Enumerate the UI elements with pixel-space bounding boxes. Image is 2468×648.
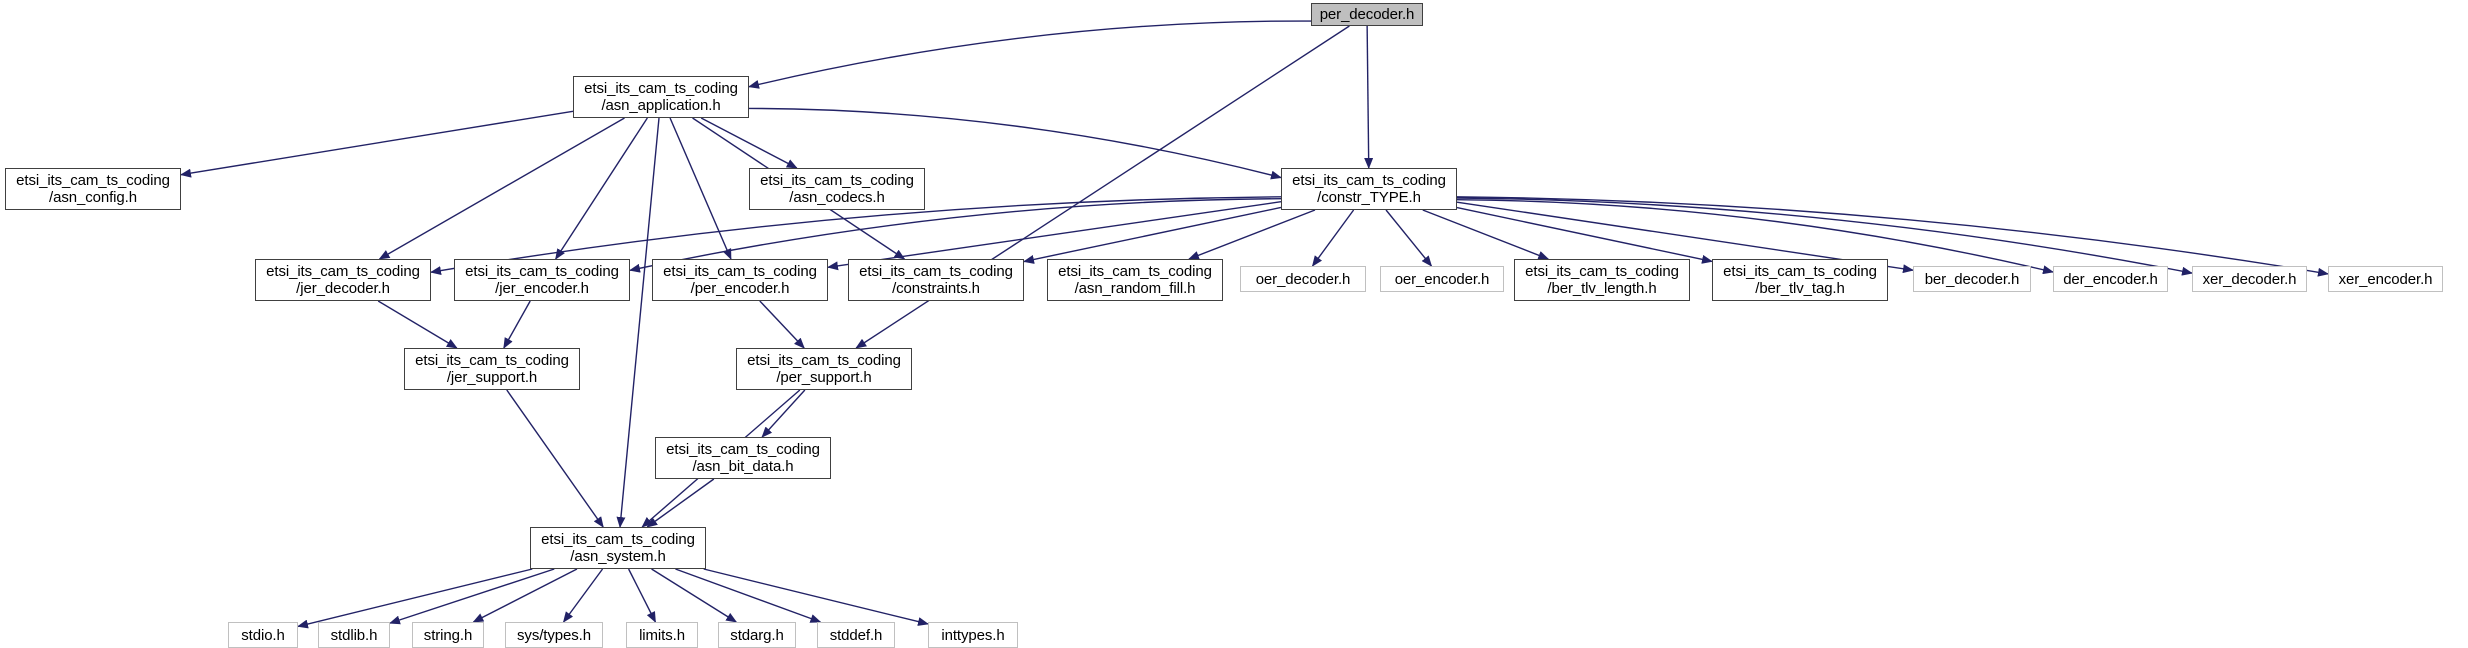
node-asn_random_fill[interactable]: etsi_its_cam_ts_coding /asn_random_fill.… [1047, 259, 1223, 301]
node-der_encoder[interactable]: der_encoder.h [2053, 266, 2168, 292]
edge-constr_TYPE-to-oer_encoder [1385, 209, 1433, 267]
edge-asn_bit_data-to-asn_system [646, 478, 715, 528]
edge-asn_application-to-per_encoder [669, 117, 732, 260]
node-asn_config[interactable]: etsi_its_cam_ts_coding /asn_config.h [5, 168, 181, 210]
edge-per_encoder-to-per_support [759, 300, 805, 349]
edge-asn_application-to-constr_TYPE [748, 107, 1282, 180]
edge-asn_system-to-stdio [297, 568, 533, 629]
edge-constr_TYPE-to-jer_decoder [430, 196, 1282, 275]
edge-asn_application-to-asn_system [616, 117, 660, 528]
edge-asn_application-to-jer_decoder [378, 117, 625, 260]
edge-constr_TYPE-to-ber_tlv_tag [1456, 206, 1713, 264]
node-per_support[interactable]: etsi_its_cam_ts_coding /per_support.h [736, 348, 912, 390]
node-stdlib[interactable]: stdlib.h [318, 622, 390, 648]
edge-paths [180, 20, 2329, 629]
edge-per_decoder-to-asn_application [748, 20, 1312, 89]
node-constr_TYPE[interactable]: etsi_its_cam_ts_coding /constr_TYPE.h [1281, 168, 1457, 210]
edge-constr_TYPE-to-xer_encoder [1456, 196, 2329, 277]
edge-constr_TYPE-to-per_encoder [827, 201, 1282, 271]
node-jer_encoder[interactable]: etsi_its_cam_ts_coding /jer_encoder.h [454, 259, 630, 301]
node-stdio[interactable]: stdio.h [228, 622, 298, 648]
node-per_encoder[interactable]: etsi_its_cam_ts_coding /per_encoder.h [652, 259, 828, 301]
edge-constr_TYPE-to-ber_tlv_length [1422, 209, 1550, 260]
edge-asn_application-to-asn_config [180, 110, 574, 178]
edge-asn_system-to-limits [627, 568, 657, 623]
edge-constr_TYPE-to-xer_decoder [1456, 197, 2193, 276]
edge-constr_TYPE-to-jer_encoder [629, 197, 1282, 273]
edge-jer_decoder-to-jer_support [377, 300, 458, 349]
node-ber_tlv_length[interactable]: etsi_its_cam_ts_coding /ber_tlv_length.h [1514, 259, 1690, 301]
edge-per_decoder-to-constr_TYPE [1364, 25, 1374, 169]
node-oer_decoder[interactable]: oer_decoder.h [1240, 266, 1366, 292]
node-limits[interactable]: limits.h [626, 622, 698, 648]
edge-jer_support-to-asn_system [506, 389, 604, 528]
edge-per_support-to-asn_bit_data [761, 389, 806, 438]
node-asn_application[interactable]: etsi_its_cam_ts_coding /asn_application.… [573, 76, 749, 118]
node-stddef[interactable]: stddef.h [817, 622, 895, 648]
edge-asn_system-to-inttypes [703, 568, 929, 626]
node-constraints[interactable]: etsi_its_cam_ts_coding /constraints.h [848, 259, 1024, 301]
node-asn_system[interactable]: etsi_its_cam_ts_coding /asn_system.h [530, 527, 706, 569]
edge-asn_system-to-string [472, 568, 578, 623]
node-string[interactable]: string.h [412, 622, 484, 648]
node-jer_support[interactable]: etsi_its_cam_ts_coding /jer_support.h [404, 348, 580, 390]
edge-asn_system-to-systypes [562, 568, 604, 623]
node-xer_encoder[interactable]: xer_encoder.h [2328, 266, 2443, 292]
node-inttypes[interactable]: inttypes.h [928, 622, 1018, 648]
node-per_decoder[interactable]: per_decoder.h [1311, 3, 1423, 26]
edge-constr_TYPE-to-constraints [1023, 206, 1282, 264]
node-xer_decoder[interactable]: xer_decoder.h [2192, 266, 2307, 292]
node-asn_codecs[interactable]: etsi_its_cam_ts_coding /asn_codecs.h [749, 168, 925, 210]
edge-jer_encoder-to-jer_support [503, 300, 531, 349]
edge-asn_application-to-asn_codecs [700, 117, 798, 169]
edge-asn_system-to-stdarg [651, 568, 738, 623]
edge-asn_system-to-stdlib [389, 568, 555, 625]
edge-asn_system-to-stddef [675, 568, 822, 623]
edge-constr_TYPE-to-ber_decoder [1456, 201, 1914, 274]
edge-constr_TYPE-to-asn_random_fill [1188, 209, 1316, 260]
edge-asn_application-to-jer_encoder [555, 117, 648, 260]
node-stdarg[interactable]: stdarg.h [718, 622, 796, 648]
node-asn_bit_data[interactable]: etsi_its_cam_ts_coding /asn_bit_data.h [655, 437, 831, 479]
edge-constr_TYPE-to-oer_decoder [1311, 209, 1355, 267]
node-oer_encoder[interactable]: oer_encoder.h [1380, 266, 1504, 292]
edge-constr_TYPE-to-der_encoder [1456, 198, 2054, 275]
node-jer_decoder[interactable]: etsi_its_cam_ts_coding /jer_decoder.h [255, 259, 431, 301]
node-ber_decoder[interactable]: ber_decoder.h [1913, 266, 2031, 292]
node-ber_tlv_tag[interactable]: etsi_its_cam_ts_coding /ber_tlv_tag.h [1712, 259, 1888, 301]
node-systypes[interactable]: sys/types.h [505, 622, 603, 648]
